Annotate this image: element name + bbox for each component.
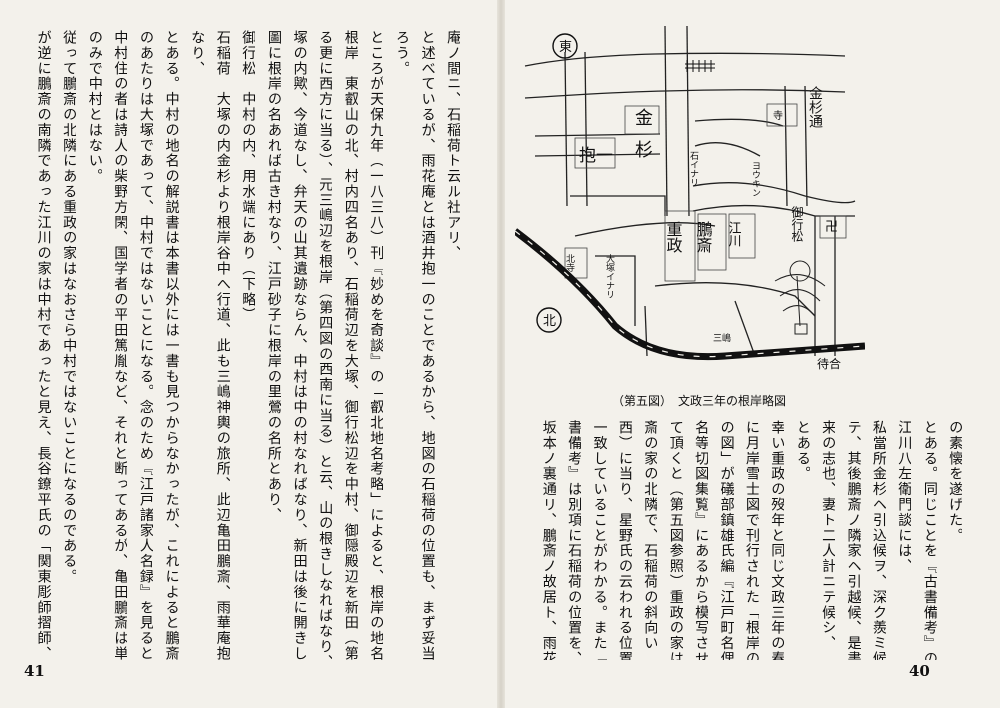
text-column: 一致していることがわかる。また『古 bbox=[592, 420, 607, 660]
text-column: に月岸雪士図で刊行された「根岸の里 bbox=[744, 420, 759, 660]
text-column: とある。中村の地名の解説書は本書以外には一書も見つからなかったが、これによると鵬… bbox=[164, 30, 179, 660]
map-label-sugi: 杉 bbox=[635, 140, 653, 161]
text-column: ところが天保九年（一八三八）刊『妙めを奇談』の「叡北地名考略」によると、根岸の地… bbox=[369, 30, 384, 660]
text-column: 庵ノ間ニ、石稲荷ト云ル社アリ、 bbox=[446, 30, 461, 261]
text-column: なり、 bbox=[190, 30, 205, 77]
map-label-kita-temple: 北寺 bbox=[564, 254, 575, 272]
text-column: 名等切図集覧』にあるから模写させ bbox=[694, 420, 709, 660]
map-label-kanasugi-street: 金杉通 bbox=[807, 86, 823, 129]
map-label-gogyou-matsu: 御行松 bbox=[790, 205, 804, 242]
text-column: が逆に鵬斎の南隣であった江川の家は中村であったと見え、長谷鐐平氏の「関東彫師摺師… bbox=[36, 30, 51, 660]
text-column: 圖に根岸の名あれば古き村なり、江戸砂子に根岸の里鶯の名所とあり、 bbox=[266, 30, 281, 523]
map-label-kin: 金 bbox=[635, 108, 653, 129]
text-column: て頂くと（第五図参照）重政の家は鵬 bbox=[668, 420, 683, 660]
map-label-east: 東 bbox=[559, 39, 572, 55]
text-column: 私當所金杉ヘ引込候ヲ、深ク羨ミ候 bbox=[871, 420, 886, 660]
page-number-right: 40 bbox=[909, 662, 930, 680]
text-column: 西）に当り、星野氏の云われる位置と bbox=[617, 420, 632, 660]
page-number-left: 41 bbox=[24, 662, 45, 680]
text-column: ろう。 bbox=[394, 30, 409, 77]
negishi-map-figure: 東 北 金杉通 金 杉 寺 抱一 石イナリ ヨウキン 重政 鵬斎 江川 御行松 … bbox=[515, 26, 865, 371]
map-label-yoichi: 抱一 bbox=[579, 146, 613, 166]
text-column: 根岸 東叡山の北、村内四名あり、石稲荷辺を大塚、御行松辺を中村、御隠殿辺を新田（… bbox=[343, 30, 358, 660]
text-column: のあたりは大塚であって、中村ではないことになる。念のため『江戸諸家人名録』を見る… bbox=[138, 30, 153, 660]
map-label-ishi-inari: 石イナリ bbox=[688, 151, 699, 187]
map-label-housai: 鵬斎 bbox=[694, 221, 713, 253]
text-column: 御行松 中村の内、用水端にあり（下略） bbox=[241, 30, 256, 323]
book-gutter bbox=[497, 0, 505, 708]
map-label-north: 北 bbox=[543, 314, 556, 329]
text-column: 石稲荷 大塚の内金杉より根岸谷中へ行道、此も三嶋神輿の旅所、此辺亀田鵬斎、雨華庵… bbox=[215, 30, 230, 660]
text-column: 斎の家の北隣で、石稲荷の斜向い（北 bbox=[643, 420, 658, 660]
east-marker-icon bbox=[552, 33, 578, 59]
text-column: と述べているが、雨花庵とは酒井抱一のことであるから、地図の石稲荷の位置も、まず妥… bbox=[420, 30, 435, 660]
text-column: のみで中村とはない。 bbox=[87, 30, 102, 184]
map-label-egawa: 江川 bbox=[726, 221, 742, 247]
pine-tree-icon bbox=[774, 260, 826, 335]
text-column: とある。 bbox=[795, 420, 810, 482]
map-label-sign-small: ヨウキン bbox=[750, 161, 760, 197]
figure-caption: （第五図） 文政三年の根岸略図 bbox=[612, 394, 787, 408]
map-label-manji: 卍 bbox=[825, 220, 838, 235]
text-column: る更に西方に当る）、元三嶋辺を根岸（第四図の西南に当る）と云、山の根きしなればな… bbox=[318, 30, 333, 660]
text-column: 中村住の者は詩人の柴野方閑、国学者の平田篤胤など、それと断ってあるが、亀田鵬斎は… bbox=[113, 30, 128, 660]
text-column: の素懐を遂げた。 bbox=[948, 420, 963, 544]
map-label-juusei: 重政 bbox=[664, 221, 683, 253]
text-column: 坂本ノ裏通リ、鵬斎ノ故居ト、雨花 bbox=[541, 420, 556, 660]
text-column: 塚の内歟、今道なし、弁天の山其遺跡ならん、中村は中の村なればなり、新田は後に開き… bbox=[292, 30, 307, 660]
text-column: 書備考』は別項に石稲荷の位置を、 bbox=[567, 420, 582, 660]
text-column: 従って鵬斎の北隣にある重政の家はなおさら中村ではないことになるのである。 bbox=[62, 30, 77, 585]
north-marker-icon bbox=[536, 307, 562, 333]
map-label-ootsuka-inari: 大塚イナリ bbox=[604, 253, 615, 299]
right-page: の素懐を遂げた。とある。同じことを『古書備考』の江川八左衛門談には、私當所金杉ヘ… bbox=[505, 0, 1000, 708]
map-label-machiai: 待合 bbox=[817, 356, 841, 371]
text-column: 幸い重政の歿年と同じ文政三年の春 bbox=[770, 420, 785, 660]
text-column: の図」が礒部鎮雄氏編『江戸町名俚俗 bbox=[719, 420, 734, 660]
map-label-mishima: 三嶋 bbox=[713, 332, 731, 344]
left-page: 庵ノ間ニ、石稲荷ト云ル社アリ、と述べているが、雨花庵とは酒井抱一のことであるから… bbox=[0, 0, 497, 708]
map-label-temple-sign: 寺 bbox=[773, 110, 783, 122]
text-column: 来の志也、妻ト二人計ニテ候シ、 bbox=[821, 420, 836, 651]
text-column: とある。同じことを『古書備考』の bbox=[922, 420, 937, 660]
text-column: 江川八左衛門談には、 bbox=[897, 420, 912, 574]
text-column: テ、其後鵬斎ノ隣家ヘ引越候、是書 bbox=[846, 420, 861, 660]
